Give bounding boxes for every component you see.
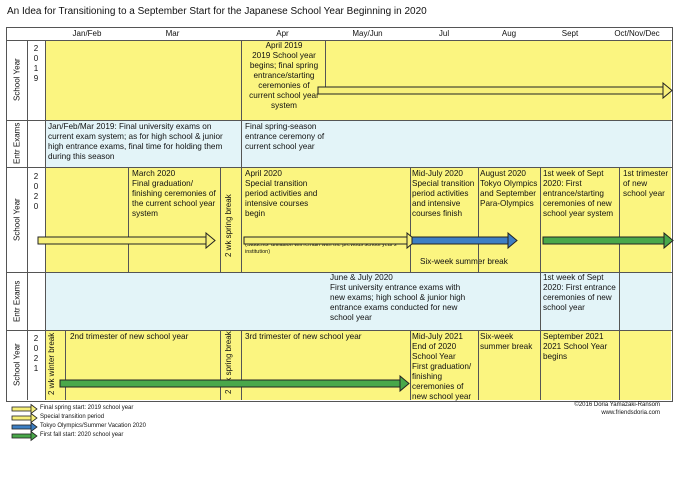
legend-arrow-transition	[11, 412, 38, 424]
jan-2021-text: 2nd trimester of new school year	[70, 332, 189, 341]
legend-arrow-fall-start	[11, 430, 38, 442]
aug-2021-text: Six-week summer break	[480, 332, 533, 351]
gridline	[6, 330, 672, 331]
sep-2021-text: September 2021 2021 School Year begins	[543, 332, 608, 361]
gridline	[540, 272, 541, 330]
gridline	[241, 40, 242, 120]
gridline	[540, 167, 541, 272]
final-spring-arrow-2019	[317, 81, 673, 100]
gridline	[619, 330, 620, 400]
gridline	[45, 40, 46, 400]
exams-2019-background	[45, 120, 671, 167]
legend-transition: Special transition period	[40, 414, 105, 420]
row-2019-background	[45, 40, 671, 120]
legend-fall-start: First fall start: 2020 school year	[40, 432, 124, 438]
gridline	[220, 330, 221, 400]
exams-2020-background	[45, 272, 671, 330]
row-2021-background	[45, 330, 671, 400]
apr-2019-exams-text: Final spring-season entrance ceremony of…	[245, 122, 325, 151]
month-header-aug: Aug	[501, 29, 517, 38]
month-header-mar: Mar	[165, 29, 180, 38]
diagram-title: An Idea for Transitioning to a September…	[7, 6, 427, 17]
apr-2021-text: 3rd trimester of new school year	[245, 332, 362, 341]
gridline	[6, 120, 672, 121]
month-header-janfeb: Jan/Feb	[72, 29, 102, 38]
gridline	[6, 40, 672, 41]
gridline	[410, 167, 411, 272]
transition-arrow-2020-b	[243, 231, 417, 250]
mar-2020-text: March 2020 Final graduation/ finishing c…	[132, 169, 216, 218]
oct-2020-text: 1st trimester of new school year	[623, 169, 669, 198]
month-header-sept: Sept	[561, 29, 579, 38]
gridline	[619, 167, 620, 272]
gridline	[478, 330, 479, 400]
legend-olympics: Tokyo Olympics/Summer Vacation 2020	[40, 423, 146, 429]
gridline	[325, 40, 326, 90]
month-header-apr: Apr	[276, 29, 289, 38]
fall-start-arrow-2021	[59, 374, 410, 393]
gridline	[220, 167, 221, 272]
gridline	[241, 330, 242, 400]
legend-arrow-final-spring	[11, 403, 38, 415]
gridline	[478, 167, 479, 272]
gridline	[540, 330, 541, 400]
month-header-jul: Jul	[438, 29, 450, 38]
jul-2020-text: Mid-July 2020 Special transition period …	[412, 169, 475, 218]
aug-2020-text: August 2020 Tokyo Olympics and September…	[480, 169, 538, 208]
gridline	[241, 120, 242, 167]
gridline	[241, 167, 242, 272]
apr-2020-text: April 2020 Special transition period act…	[245, 169, 318, 218]
legend-final-spring: Final spring start: 2019 school year	[40, 405, 134, 411]
apr-2019-text: April 2019 2019 School year begins; fina…	[249, 41, 319, 110]
gridline	[6, 272, 672, 273]
month-header-mayjun: May/Jun	[352, 29, 383, 38]
credit-line-2: www.friendsdoria.com	[601, 410, 660, 416]
gridline	[6, 167, 672, 168]
row-2020-background	[45, 167, 671, 272]
month-header-octnovdec: Oct/Nov/Dec	[614, 29, 660, 38]
credit-line-1: ©2016 Doria Yamazaki-Ransom	[574, 402, 660, 408]
summer-break-2020-label: Six-week summer break	[420, 257, 508, 266]
chart-frame	[6, 27, 673, 402]
jan-2019-exams-text: Jan/Feb/Mar 2019: Final university exams…	[48, 122, 223, 161]
jun-2020-exams-text: June & July 2020 First university entran…	[330, 273, 466, 322]
olympics-arrow-2020	[411, 231, 518, 250]
gridline	[410, 330, 411, 400]
transition-arrow-2020-a	[37, 231, 216, 250]
gridline	[128, 167, 129, 272]
sep-2020-exams-text: 1st week of Sept 2020: First entrance ce…	[543, 273, 616, 312]
gridline	[27, 40, 28, 400]
gridline	[65, 330, 66, 400]
gridline	[619, 272, 620, 330]
sep-2020-text: 1st week of Sept 2020: First entrance/st…	[543, 169, 614, 218]
apr-2020-note: (Students' affiliation will remain with …	[245, 242, 397, 255]
fall-start-arrow-2020	[542, 231, 674, 250]
jul-2021-text: Mid-July 2021 End of 2020 School Year Fi…	[412, 332, 472, 401]
legend-arrow-olympics	[11, 421, 38, 433]
